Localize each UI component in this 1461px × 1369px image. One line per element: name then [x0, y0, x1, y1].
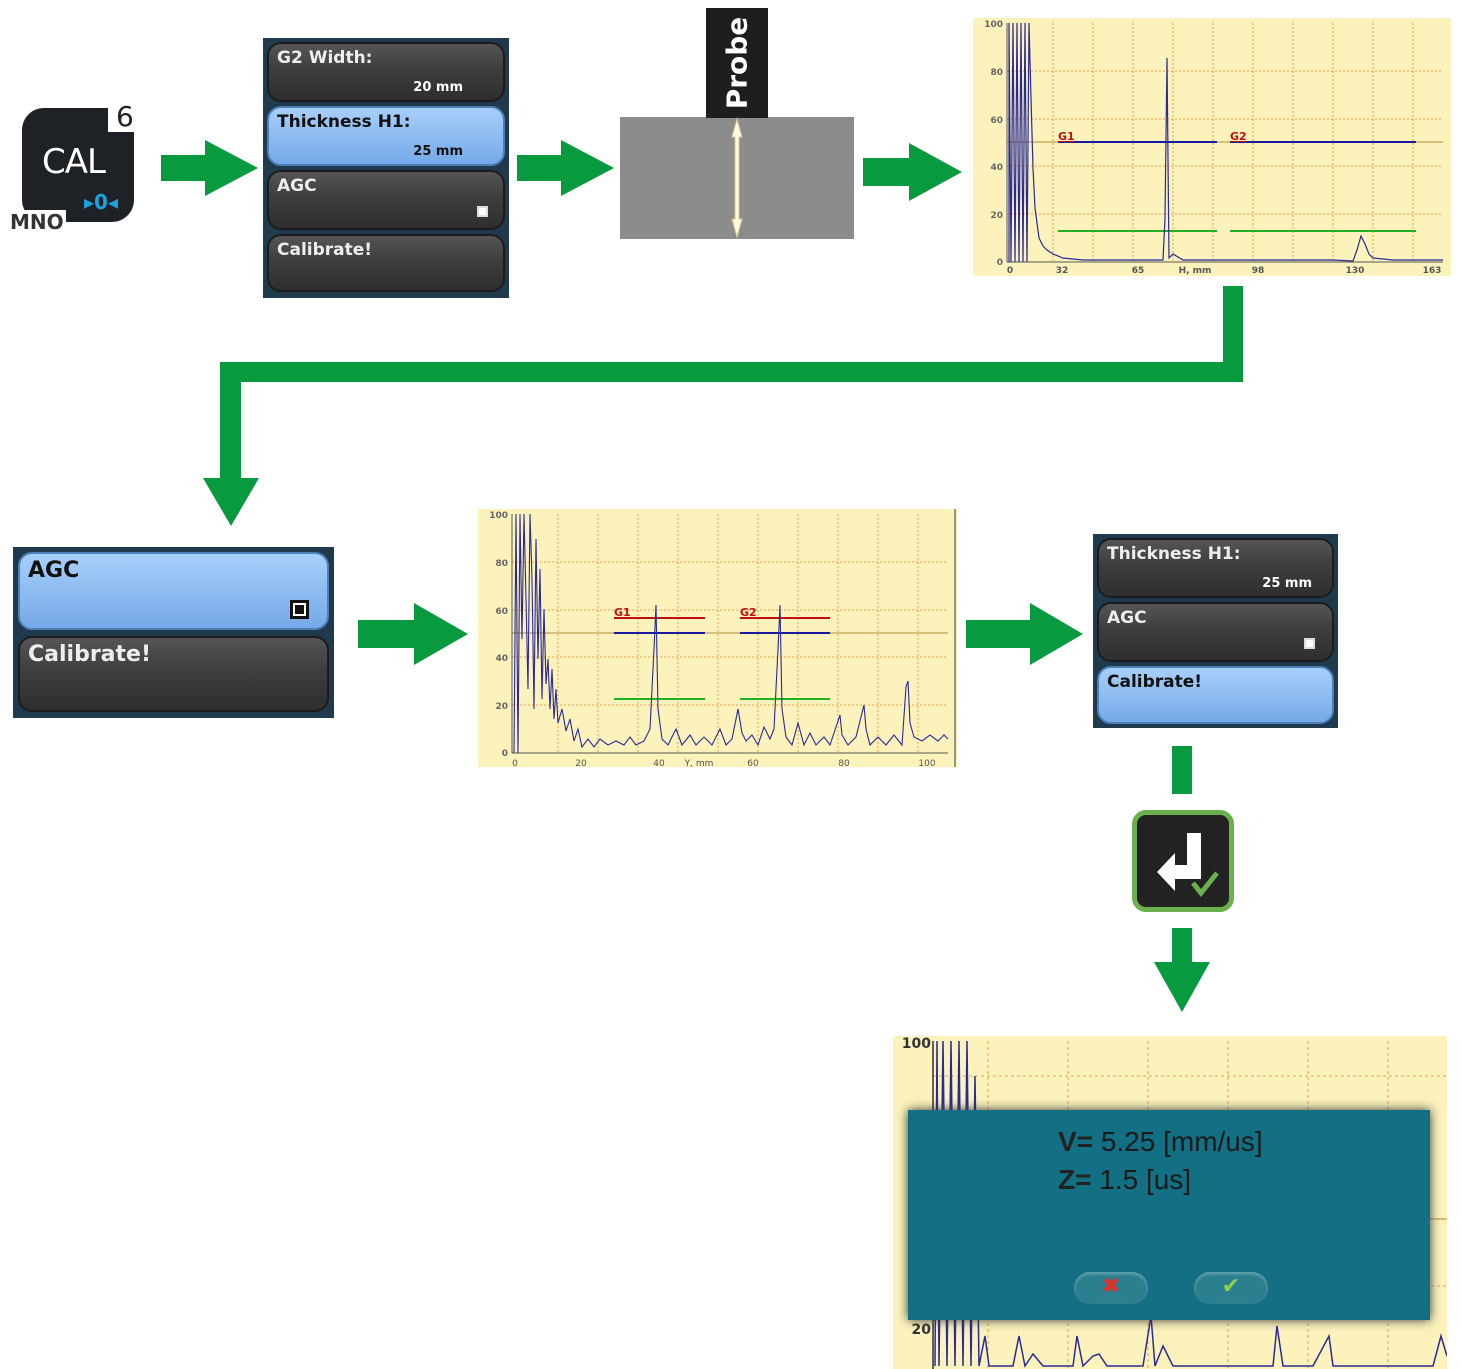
ascan-chart-1-svg: 100 80 60 40 20 0 0 32 65 H, mm 98 130 1… [984, 20, 1443, 276]
check-icon: ✔ [1221, 1274, 1241, 1299]
arrow-right [517, 140, 614, 196]
y-tick: 20 [912, 1322, 932, 1338]
calibration-result-dialog: V= 5.25 [mm/us] Z= 1.5 [us] ✖ ✔ [908, 1110, 1430, 1320]
agc-checkbox[interactable] [1304, 638, 1315, 649]
x-tick: 100 [918, 759, 935, 767]
y-tick: 100 [489, 511, 508, 521]
x-tick: 98 [1252, 266, 1265, 276]
agc-checkbox[interactable] [477, 206, 488, 217]
arrow-right [863, 143, 962, 201]
close-icon: ✖ [1101, 1274, 1121, 1299]
ok-button[interactable]: ✔ [1194, 1272, 1268, 1304]
menu-panel-1: G2 Width: 20 mm Thickness H1: 25 mm AGC … [263, 38, 509, 298]
x-tick: 32 [1056, 266, 1069, 276]
menu-item-label: AGC [1107, 608, 1147, 628]
menu-item-value: 25 mm [413, 144, 463, 159]
x-tick: 0 [512, 759, 518, 767]
menu-item-label: Thickness H1: [1107, 544, 1241, 564]
arrow-right [358, 603, 468, 665]
gate-label-g2: G2 [1230, 130, 1247, 143]
gate-label-g1: G1 [614, 606, 631, 619]
arrow-right [966, 603, 1083, 665]
velocity-line: V= 5.25 [mm/us] [1058, 1126, 1263, 1158]
menu-item-label: Thickness H1: [277, 112, 411, 132]
x-tick: 130 [1346, 266, 1365, 276]
zero-label: Z= [1058, 1164, 1092, 1195]
zero-icon: ▸0◂ [84, 190, 119, 214]
menu-item-value: 25 mm [1262, 576, 1312, 591]
x-axis-label: Y, mm [684, 759, 714, 767]
gate-label-g2: G2 [740, 606, 757, 619]
y-tick: 100 [984, 20, 1003, 30]
menu-item-calibrate[interactable]: Calibrate! [1097, 666, 1334, 724]
y-tick: 80 [495, 559, 508, 569]
cal-key-label: CAL [42, 142, 106, 182]
probe-label: Probe [720, 16, 754, 110]
ascan-chart-2-svg: 100 80 60 40 20 0 0 20 40 Y, mm 60 80 10… [489, 509, 956, 769]
x-tick: 163 [1423, 266, 1442, 276]
enter-key[interactable] [1132, 810, 1234, 912]
y-tick: 0 [997, 258, 1003, 268]
velocity-label: V= [1058, 1126, 1094, 1157]
zero-value: 1.5 [us] [1099, 1164, 1192, 1195]
y-tick: 40 [495, 654, 508, 664]
y-tick: 60 [990, 116, 1003, 126]
menu-item-label: G2 Width: [277, 48, 373, 68]
y-tick: 80 [990, 68, 1003, 78]
x-tick: 40 [653, 759, 665, 767]
menu-item-agc[interactable]: AGC [267, 170, 505, 230]
ascan-chart-2: 100 80 60 40 20 0 0 20 40 Y, mm 60 80 10… [478, 509, 957, 769]
enter-icon [1157, 833, 1219, 898]
arrow-connector [203, 286, 1243, 526]
arrow-stem [1172, 746, 1192, 794]
menu-item-label: Calibrate! [1107, 672, 1203, 692]
menu-item-calibrate[interactable]: Calibrate! [267, 234, 505, 292]
cal-key-zero: 0 [94, 190, 108, 214]
y-tick: 40 [990, 163, 1003, 173]
cal-key-number: 6 [116, 100, 134, 133]
x-tick: 0 [1007, 266, 1013, 276]
thickness-arrow [731, 117, 743, 239]
zero-line: Z= 1.5 [us] [1058, 1164, 1191, 1196]
x-axis-label: H, mm [1179, 266, 1212, 276]
arrow-right [161, 140, 258, 196]
cal-key-letters: MNO [8, 210, 66, 234]
menu-item-calibrate[interactable]: Calibrate! [18, 636, 329, 712]
x-tick: 80 [838, 759, 850, 767]
menu-item-agc[interactable]: AGC [1097, 602, 1334, 662]
arrow-down [1154, 928, 1210, 1012]
y-tick: 0 [502, 749, 508, 759]
menu-item-value: 20 mm [413, 80, 463, 95]
menu-item-agc[interactable]: AGC [18, 552, 329, 630]
probe: Probe [706, 8, 768, 118]
y-tick: 60 [495, 607, 508, 617]
agc-checkbox-checked[interactable] [290, 600, 309, 619]
menu-panel-2: AGC Calibrate! [13, 547, 334, 718]
menu-panel-3: Thickness H1: 25 mm AGC Calibrate! [1093, 534, 1338, 728]
cal-key[interactable]: CAL ▸0◂ 6 MNO [8, 100, 140, 234]
menu-item-thickness[interactable]: Thickness H1: 25 mm [1097, 538, 1334, 598]
y-tick: 100 [902, 1036, 931, 1052]
menu-item-label: Calibrate! [28, 642, 151, 667]
x-tick: 65 [1132, 266, 1145, 276]
menu-item-label: AGC [277, 176, 317, 196]
gate-label-g1: G1 [1058, 130, 1075, 143]
y-tick: 20 [990, 211, 1003, 221]
x-tick: 20 [575, 759, 587, 767]
menu-item-thickness[interactable]: Thickness H1: 25 mm [267, 106, 505, 166]
menu-item-g2-width[interactable]: G2 Width: 20 mm [267, 42, 505, 102]
menu-item-label: Calibrate! [277, 240, 373, 260]
velocity-value: 5.25 [mm/us] [1100, 1126, 1263, 1157]
cal-key-notch [108, 104, 140, 132]
menu-item-label: AGC [28, 558, 80, 583]
y-tick: 20 [495, 702, 508, 712]
ascan-chart-1: 100 80 60 40 20 0 0 32 65 H, mm 98 130 1… [973, 18, 1451, 276]
x-tick: 60 [747, 759, 759, 767]
cancel-button[interactable]: ✖ [1074, 1272, 1148, 1304]
